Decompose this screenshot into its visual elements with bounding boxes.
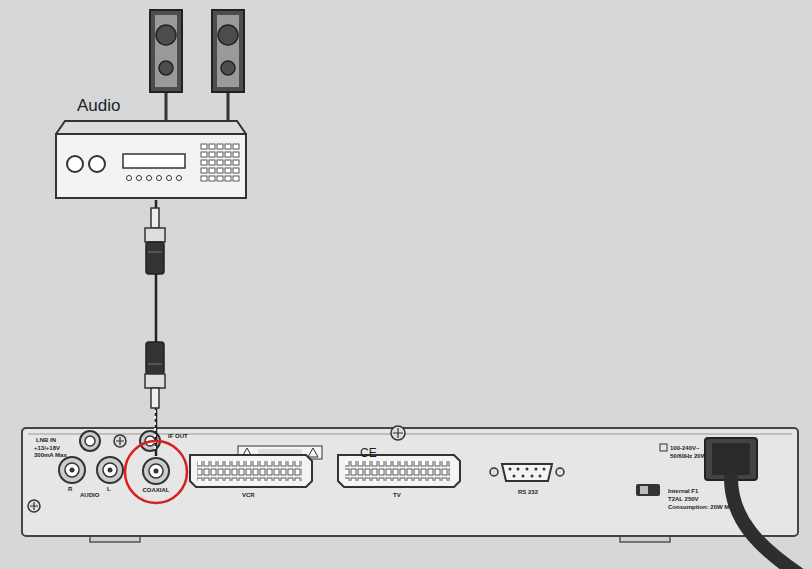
device-label: Audio [77,96,120,116]
panel-label: +13/+18V [34,445,60,451]
panel-label: LNB IN [36,437,56,443]
panel-label: RS 232 [518,489,538,495]
panel-label: CE [360,447,377,459]
panel-label: 50/60Hz 20W [670,453,706,459]
panel-label: R [68,486,72,492]
coaxial-socket [131,456,181,486]
panel-label: 100-240V~ [670,445,700,451]
panel-label: L [107,486,111,492]
panel-label: Consumption: 20W M [668,504,729,510]
amplifier-body [55,120,247,200]
panel-label: AUDIO [80,492,99,498]
panel-label: VCR [242,492,255,498]
port-label: COAXIAL [131,487,181,494]
audio-amplifier: Audio [55,96,247,200]
highlight-circle [125,441,187,503]
panel-label: IF OUT [168,433,188,439]
panel-label: TV [393,492,401,498]
panel-label: Internal F1 [668,488,698,494]
panel-label: T2AL 250V [668,496,699,502]
panel-label: 300mA Max [34,452,67,458]
coaxial-jack: COAXIAL [131,456,181,496]
